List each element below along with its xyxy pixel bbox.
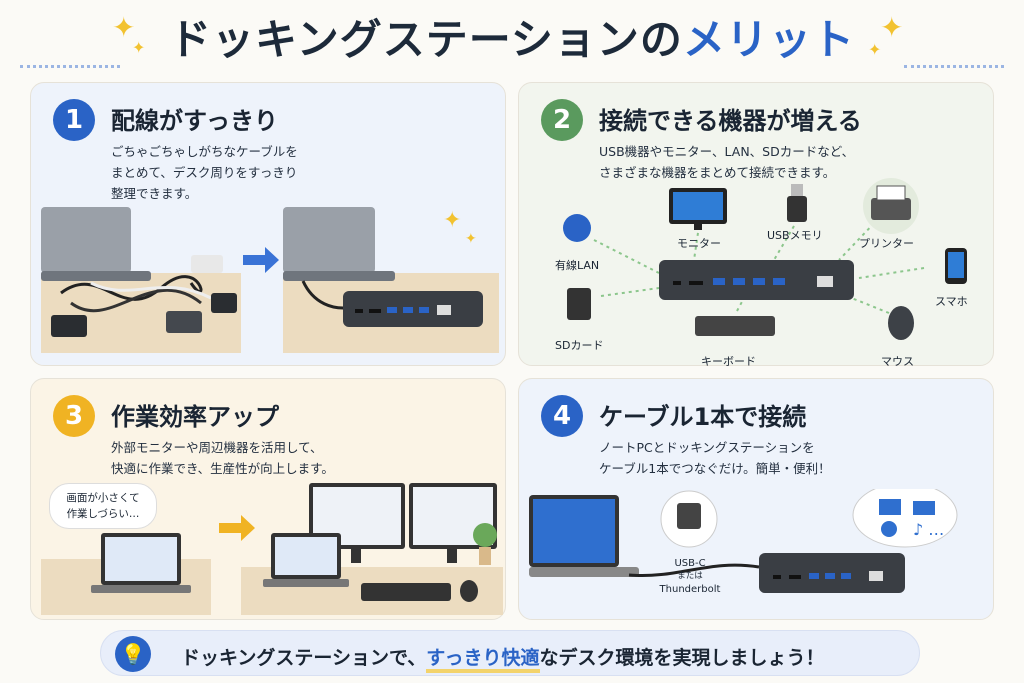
sparkle-icon: ✦	[880, 11, 904, 44]
card-title: 接続できる機器が増える	[599, 107, 862, 135]
footer-text: ドッキングステーションで、すっきり快適なデスク環境を実現しましょう！	[181, 643, 825, 673]
label-keyboard: キーボード	[701, 355, 756, 368]
label-mouse: マウス	[881, 355, 914, 368]
card-number: 1	[53, 99, 95, 141]
small-laptop-illustration	[41, 533, 211, 615]
card-title: 作業効率アップ	[111, 403, 279, 431]
usb-label-line: USB-C	[674, 558, 706, 569]
label-lan: 有線LAN	[555, 259, 600, 272]
speech-bubble: 画面が小さくて 作業しづらい…	[49, 483, 157, 529]
tidy-desk-illustration: ✦ ✦	[283, 207, 499, 353]
divider	[20, 65, 120, 68]
svg-text:✦: ✦	[443, 208, 461, 233]
card-title: ケーブル1本で接続	[599, 403, 807, 431]
sparkle-icon: ✦	[112, 11, 136, 44]
usb-cable-label: USB-C または Thunderbolt	[651, 557, 729, 596]
card-single-cable: 4 ケーブル1本で接続 ノートPCとドッキングステーションを ケーブル1本でつな…	[518, 378, 994, 620]
single-cable-illustration: ♪ …	[529, 489, 958, 593]
page-title: ドッキングステーションのメリット	[169, 15, 855, 64]
messy-desk-illustration	[41, 207, 241, 353]
divider	[904, 65, 1004, 68]
label-sd: SDカード	[555, 339, 604, 352]
card-number: 2	[541, 99, 583, 141]
card-number: 3	[53, 395, 95, 437]
arrow-right-icon	[219, 515, 255, 541]
lightbulb-icon: 💡	[115, 636, 151, 672]
card-description: USB機器やモニター、LAN、SDカードなど、 さまざまな機器をまとめて接続でき…	[599, 144, 855, 180]
label-printer: プリンター	[859, 237, 914, 250]
svg-text:✦: ✦	[465, 231, 477, 247]
device-connections-illustration	[563, 178, 967, 340]
footer-banner: 💡 ドッキングステーションで、すっきり快適なデスク環境を実現しましょう！	[100, 630, 920, 676]
usb-label-line: または	[677, 571, 703, 581]
svg-text:♪ …: ♪ …	[913, 520, 944, 539]
usb-label-line: Thunderbolt	[659, 584, 721, 595]
label-phone: スマホ	[935, 295, 968, 308]
label-monitor: モニター	[677, 237, 721, 250]
card-description: ノートPCとドッキングステーションを ケーブル1本でつなぐだけ。簡単・便利！	[599, 440, 831, 476]
card-devices: 2 接続できる機器が増える USB機器やモニター、LAN、SDカードなど、 さま…	[518, 82, 994, 368]
card-title: 配線がすっきり	[111, 107, 279, 135]
arrow-right-icon	[243, 247, 279, 273]
card-efficiency: 3 作業効率アップ 外部モニターや周辺機器を活用して、 快適に作業でき、生産性が…	[30, 378, 506, 620]
card-number: 4	[541, 395, 583, 437]
card-description: ごちゃごちゃしがちなケーブルを まとめて、デスク周りをすっきり 整理できます。	[111, 144, 298, 201]
card-description: 外部モニターや周辺機器を活用して、 快適に作業でき、生産性が向上します。	[111, 440, 334, 476]
card-wiring: 1 配線がすっきり ごちゃごちゃしがちなケーブルを まとめて、デスク周りをすっき…	[30, 82, 506, 366]
sparkle-icon: ✦	[132, 38, 146, 57]
sparkle-icon: ✦	[868, 40, 882, 59]
label-usb: USBメモリ	[767, 229, 823, 242]
multi-monitor-illustration	[241, 483, 503, 615]
